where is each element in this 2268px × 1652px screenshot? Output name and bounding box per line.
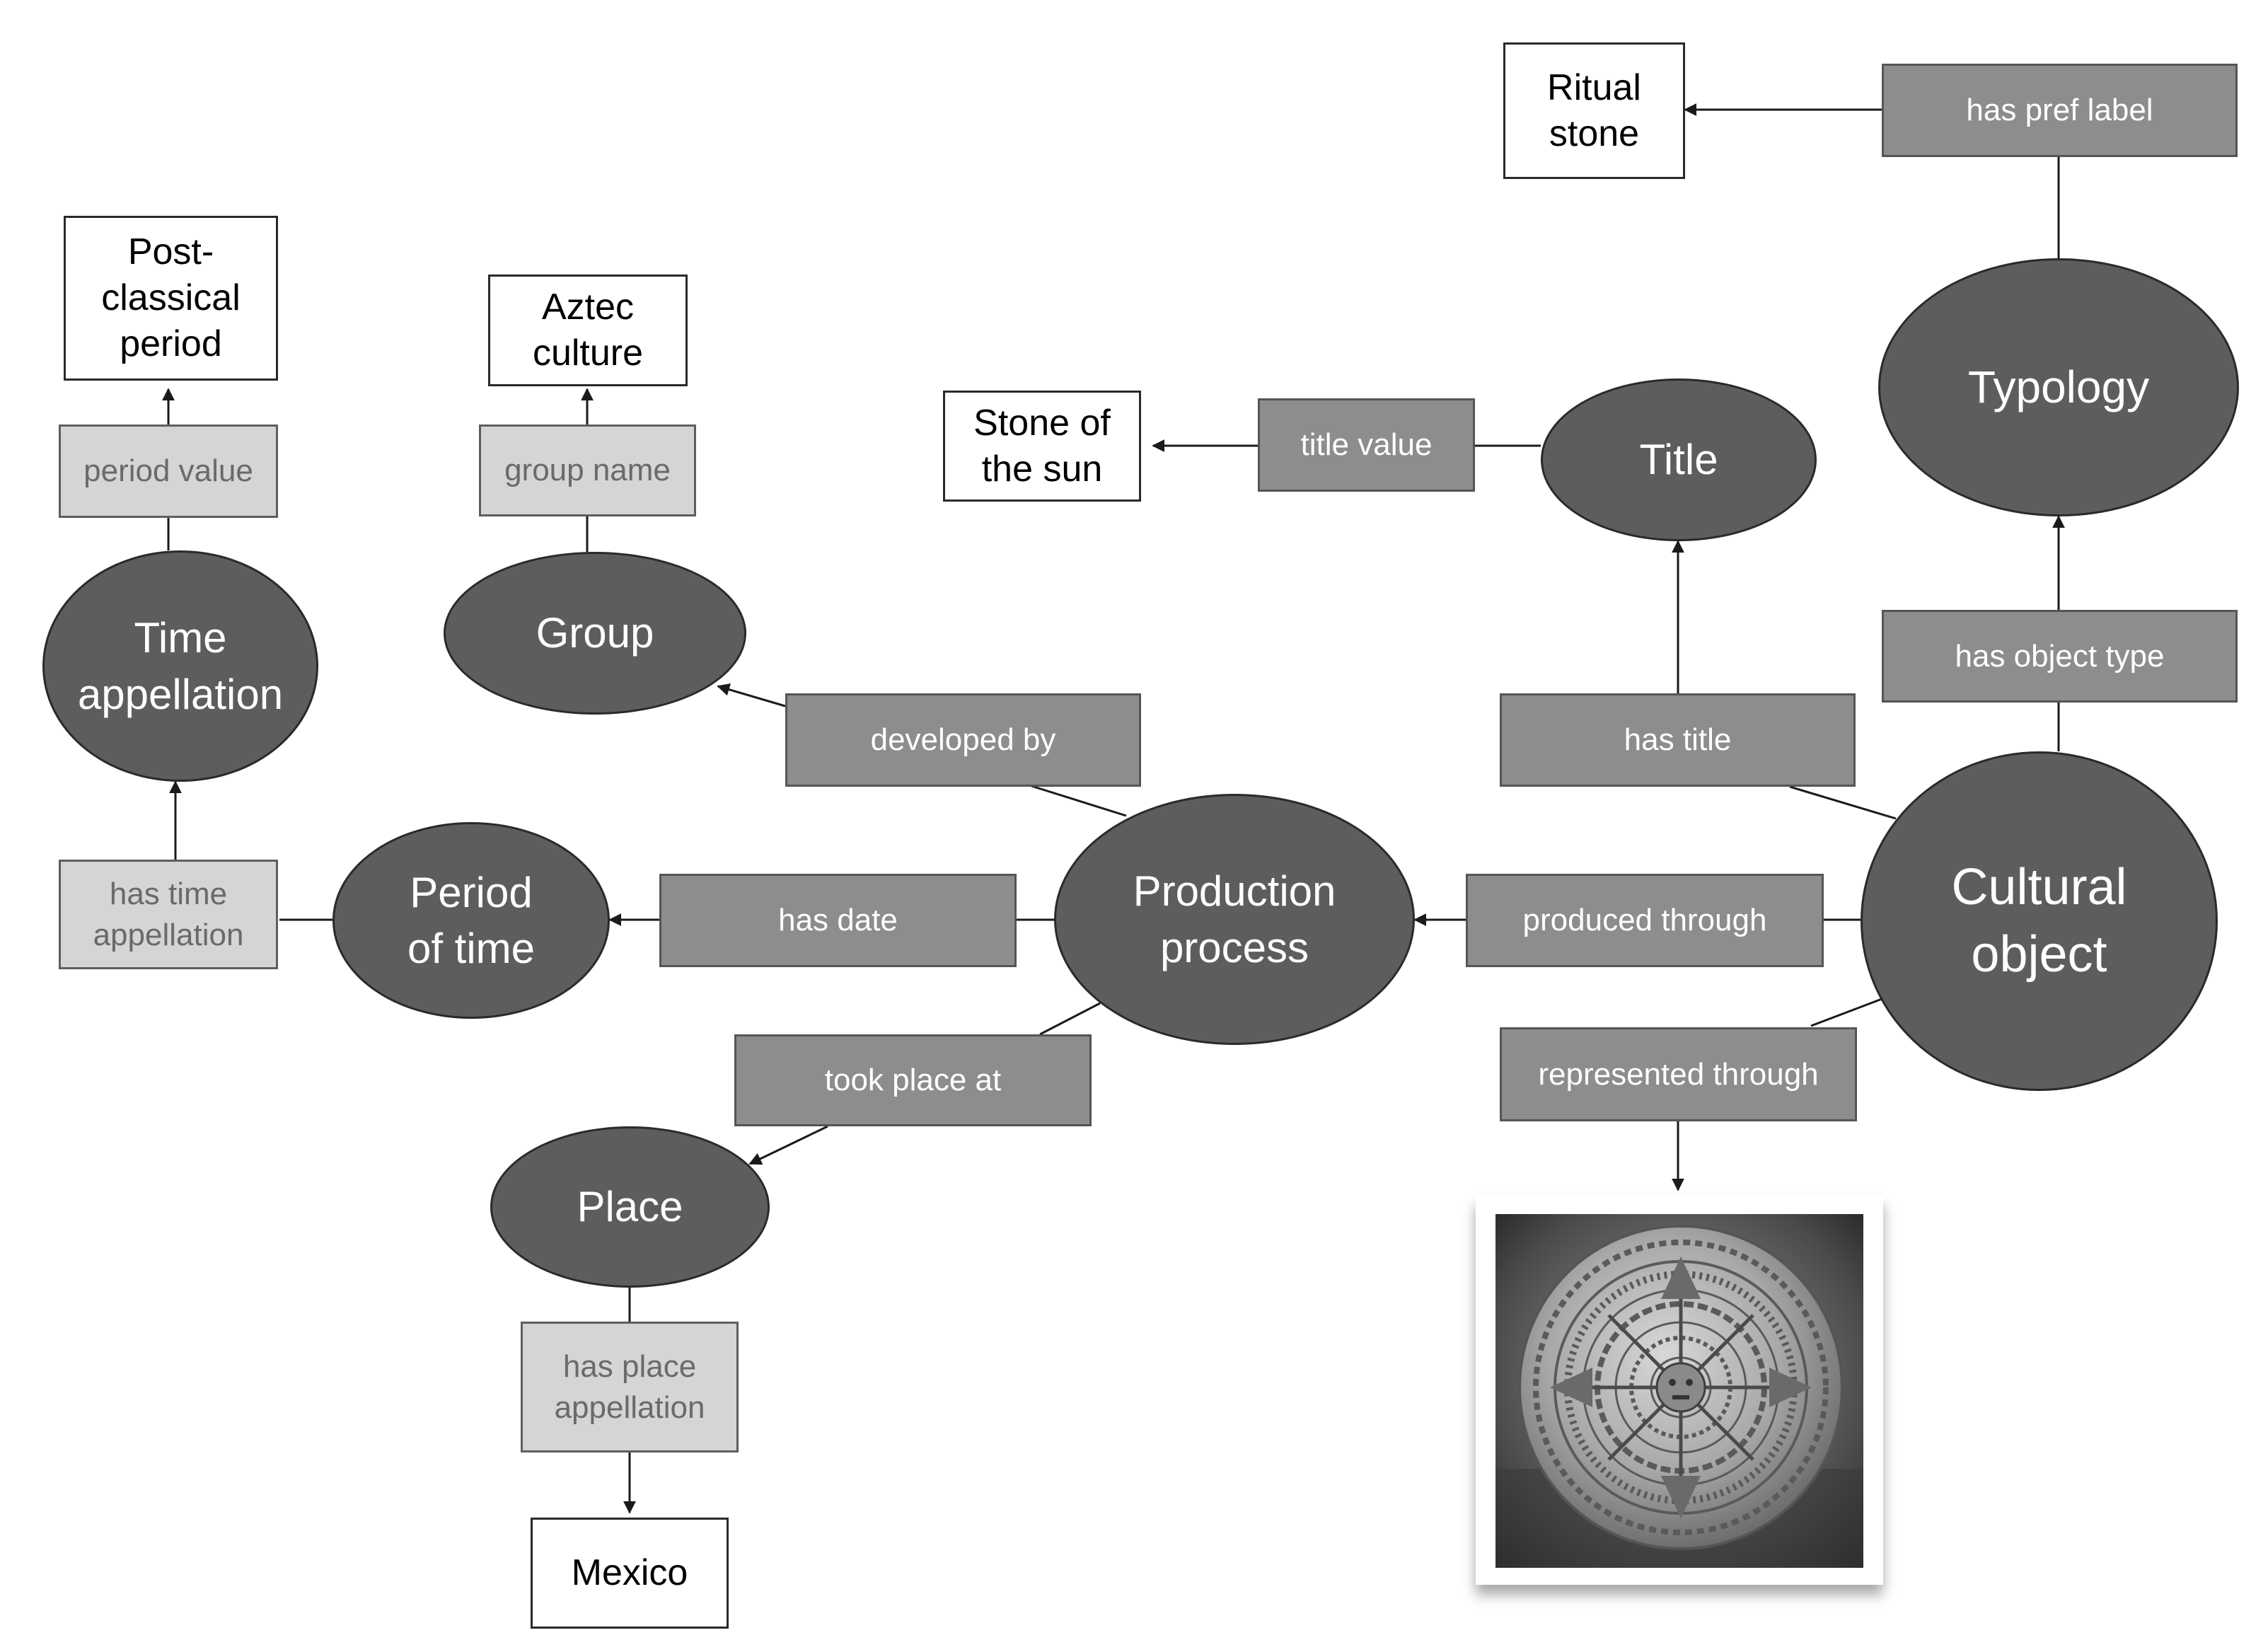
relation-has-date: has date (659, 874, 1017, 967)
literal-stone-of-the-sun: Stone of the sun (943, 391, 1141, 502)
relation-has-object-type: has object type (1882, 610, 2238, 703)
relation-produced-through: produced through (1466, 874, 1824, 967)
relation-has-place-appellation: has place appellation (521, 1322, 739, 1452)
relation-has-pref-label: has pref label (1882, 64, 2238, 157)
literal-ritual-stone: Ritual stone (1503, 42, 1685, 179)
edge-cultural-represented (1810, 998, 1882, 1027)
edge-tookplace-place (748, 1125, 828, 1165)
sun-stone-image-frame (1476, 1196, 1883, 1585)
relation-period-value: period value (59, 424, 278, 518)
relation-has-time-appellation: has time appellation (59, 860, 278, 969)
relation-represented-through: represented through (1500, 1027, 1857, 1121)
entity-place: Place (490, 1126, 770, 1288)
edge-developed-group (717, 683, 786, 707)
relation-title-value: title value (1258, 398, 1475, 492)
entity-typology: Typology (1878, 258, 2239, 516)
relation-group-name: group name (479, 424, 696, 516)
relation-has-title: has title (1500, 693, 1856, 787)
edge-cultural-hastitle (1789, 785, 1897, 820)
entity-production-process: Production process (1054, 794, 1415, 1045)
literal-aztec-culture: Aztec culture (488, 275, 688, 386)
entity-group: Group (444, 552, 746, 715)
entity-cultural-object: Cultural object (1861, 751, 2218, 1091)
entity-period-of-time: Period of time (332, 822, 610, 1019)
entity-title: Title (1541, 379, 1817, 541)
sun-stone-photo (1495, 1214, 1863, 1568)
literal-post-classical-period: Post- classical period (64, 216, 278, 381)
edge-process-tookplace (1039, 1002, 1101, 1036)
relation-took-place-at: took place at (734, 1034, 1092, 1126)
relation-developed-by: developed by (785, 693, 1141, 787)
entity-time-appellation: Time appellation (42, 550, 318, 782)
edge-process-developed (1029, 784, 1127, 817)
literal-mexico: Mexico (531, 1518, 729, 1629)
